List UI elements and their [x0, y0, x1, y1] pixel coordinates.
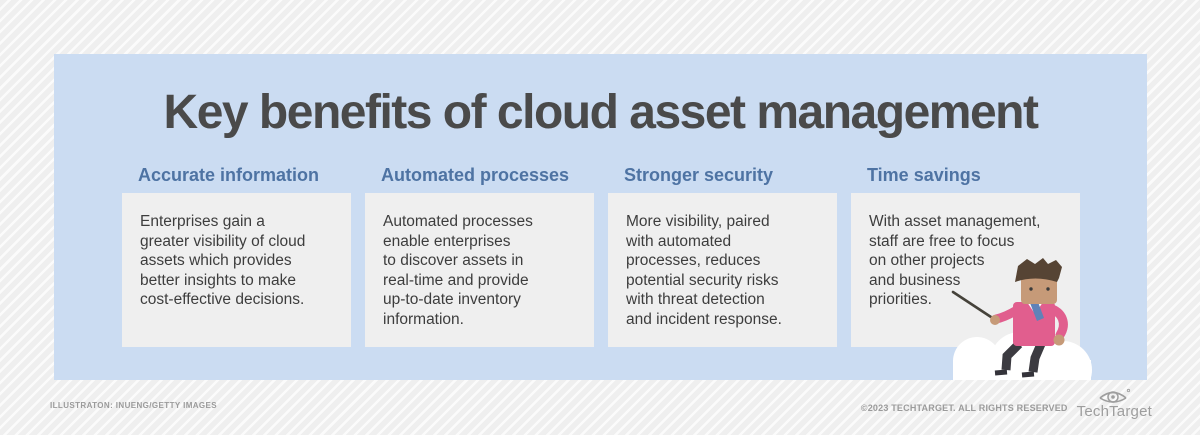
techtarget-eye-icon	[1099, 388, 1131, 403]
techtarget-logo: TechTarget	[1077, 388, 1152, 420]
column-heading: Accurate information	[138, 165, 320, 185]
benefit-description: With asset management, staff are free to…	[869, 213, 1041, 308]
benefit-column-time-savings: Time savings With asset management, staf…	[851, 165, 1080, 347]
footer-branding: ©2023 TECHTARGET. ALL RIGHTS RESERVED Te…	[861, 388, 1152, 420]
character-right-arm	[1044, 303, 1068, 340]
column-heading: Stronger security	[624, 165, 774, 185]
character-left-hand	[990, 315, 1000, 325]
character-sweater	[1013, 302, 1055, 346]
main-panel: Key benefits of cloud asset management A…	[54, 54, 1147, 380]
pointer-stick-icon	[951, 290, 996, 321]
techtarget-logo-text: TechTarget	[1076, 403, 1152, 420]
copyright-text: ©2023 TECHTARGET. ALL RIGHTS RESERVED	[860, 403, 1068, 413]
character-head	[1021, 274, 1057, 304]
man-on-cloud-illustration	[951, 258, 1092, 380]
column-heading: Automated processes	[381, 165, 570, 185]
benefit-card: More visibility, paired with automated p…	[608, 193, 837, 347]
benefit-column-stronger-security: Stronger security More visibility, paire…	[608, 165, 837, 347]
character-eye	[1046, 287, 1050, 291]
benefit-description: Enterprises gain a greater visibility of…	[140, 213, 306, 308]
benefit-description: Automated processes enable enterprises t…	[383, 213, 533, 328]
character-right-hand	[1053, 334, 1065, 346]
benefit-card: Enterprises gain a greater visibility of…	[122, 193, 351, 347]
benefit-card: Automated processes enable enterprises t…	[365, 193, 594, 347]
benefit-columns: Accurate information Enterprises gain a …	[122, 165, 1080, 347]
column-heading: Time savings	[867, 165, 981, 185]
benefit-description: More visibility, paired with automated p…	[626, 213, 782, 328]
benefit-card: With asset management, staff are free to…	[851, 193, 1080, 347]
character-shoes	[994, 369, 1035, 378]
character-eye	[1029, 287, 1033, 291]
character-tie	[1030, 302, 1044, 321]
character-hair	[1015, 258, 1062, 282]
benefit-column-accurate-information: Accurate information Enterprises gain a …	[122, 165, 351, 347]
page-title: Key benefits of cloud asset management	[163, 86, 1039, 139]
illustration-credit: ILLUSTRATON: INUENG/GETTY IMAGES	[50, 401, 218, 410]
benefit-column-automated-processes: Automated processes Automated processes …	[365, 165, 594, 347]
character-legs	[1001, 340, 1046, 373]
